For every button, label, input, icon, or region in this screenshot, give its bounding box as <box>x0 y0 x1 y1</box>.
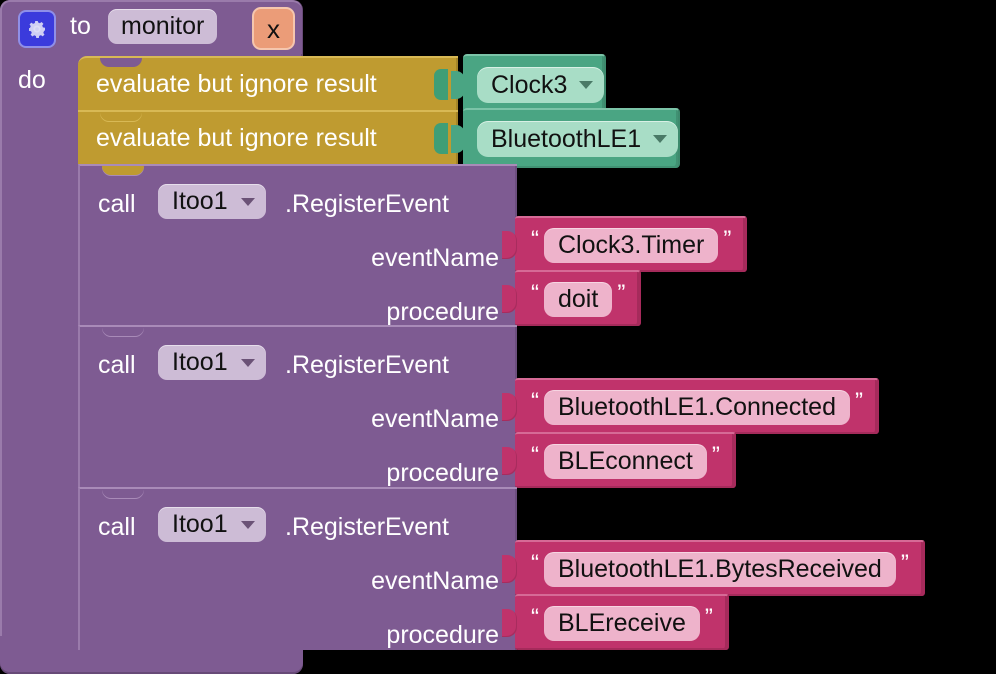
component-name-text: BluetoothLE1 <box>491 124 642 153</box>
param-label-procedure-2: procedure <box>386 459 499 487</box>
open-quote-icon: “ <box>531 280 539 307</box>
evaluate-but-ignore-block-1[interactable]: evaluate but ignore result <box>78 56 458 112</box>
open-quote-icon: “ <box>531 550 539 577</box>
method-name-label-2: .RegisterEvent <box>285 351 449 379</box>
block-plug <box>502 447 517 475</box>
block-plug <box>502 555 517 583</box>
text-field-eventname-1[interactable]: Clock3.Timer <box>544 227 719 263</box>
close-quote-icon: ” <box>900 550 909 577</box>
text-string-block-procedure-2[interactable]: “ BLEconnect ” <box>502 432 736 488</box>
chevron-down-icon[interactable] <box>240 520 255 529</box>
text-string-block-eventname-3[interactable]: “ BluetoothLE1.BytesReceived ” <box>502 540 925 596</box>
component-dropdown-itoo1-2[interactable]: Itoo1 <box>158 345 266 380</box>
call-label-1: call <box>98 190 136 218</box>
value-socket <box>434 123 448 154</box>
param-label-eventname-2: eventName <box>371 405 499 433</box>
open-quote-icon: “ <box>531 388 539 415</box>
chevron-down-icon[interactable] <box>240 197 255 206</box>
evaluate-but-ignore-block-2[interactable]: evaluate but ignore result <box>78 110 458 166</box>
evaluate-but-ignore-label-2: evaluate but ignore result <box>96 124 377 152</box>
block-notch <box>102 166 144 175</box>
evaluate-but-ignore-label-1: evaluate but ignore result <box>96 70 377 98</box>
gear-icon[interactable] <box>18 10 56 48</box>
component-dropdown-itoo1-1[interactable]: Itoo1 <box>158 184 266 219</box>
component-method-call-block-1[interactable]: call Itoo1 .RegisterEvent eventName proc… <box>78 164 517 327</box>
close-quote-icon: ” <box>704 604 713 631</box>
block-plug <box>502 609 517 637</box>
chevron-down-icon[interactable] <box>579 81 594 89</box>
block-notch <box>102 489 144 498</box>
block-plug <box>502 393 517 421</box>
param-label-procedure-3: procedure <box>386 621 499 649</box>
close-quote-icon: ” <box>855 388 863 415</box>
open-quote-icon: “ <box>531 604 539 631</box>
component-method-call-block-2[interactable]: call Itoo1 .RegisterEvent eventName proc… <box>78 325 517 489</box>
procedure-name-field[interactable]: monitor <box>108 9 218 44</box>
close-quote-icon: ” <box>711 442 720 469</box>
close-icon[interactable]: x <box>252 7 295 50</box>
chevron-down-icon[interactable] <box>653 135 668 143</box>
text-value: BLEreceive <box>558 608 686 637</box>
text-string-block-eventname-2[interactable]: “ BluetoothLE1.Connected ” <box>502 378 879 434</box>
component-getter-block-clock3[interactable]: Clock3 <box>451 54 607 114</box>
chevron-down-icon[interactable] <box>240 358 255 367</box>
text-value: Clock3.Timer <box>558 230 705 259</box>
text-field-eventname-3[interactable]: BluetoothLE1.BytesReceived <box>544 551 896 587</box>
text-string-block-procedure-1[interactable]: “ doit ” <box>502 270 642 326</box>
component-name-text: Itoo1 <box>172 348 228 376</box>
text-string-block-procedure-3[interactable]: “ BLEreceive ” <box>502 594 729 650</box>
component-dropdown-clock3[interactable]: Clock3 <box>477 67 605 103</box>
open-quote-icon: “ <box>531 226 539 253</box>
param-label-eventname-1: eventName <box>371 244 499 272</box>
component-name-text: Itoo1 <box>172 187 228 215</box>
component-name-text: Itoo1 <box>172 510 228 538</box>
block-notch <box>100 112 142 121</box>
block-plug <box>502 285 517 313</box>
block-plug <box>451 125 465 153</box>
param-label-eventname-3: eventName <box>371 567 499 595</box>
block-plug <box>502 231 517 259</box>
close-quote-icon: ” <box>617 280 626 307</box>
text-value: BLEconnect <box>558 446 693 475</box>
block-notch <box>100 58 142 67</box>
call-label-3: call <box>98 513 136 541</box>
component-dropdown-itoo1-3[interactable]: Itoo1 <box>158 507 266 542</box>
method-name-label-1: .RegisterEvent <box>285 190 449 218</box>
component-method-call-block-3[interactable]: call Itoo1 .RegisterEvent eventName proc… <box>78 487 517 650</box>
do-label: do <box>18 66 46 94</box>
component-name-text: Clock3 <box>491 70 568 99</box>
close-label: x <box>267 13 280 44</box>
procedure-name-text: monitor <box>121 12 205 40</box>
text-field-procedure-3[interactable]: BLEreceive <box>544 605 700 641</box>
value-socket <box>434 69 448 100</box>
text-field-procedure-1[interactable]: doit <box>544 281 613 317</box>
param-label-procedure-1: procedure <box>386 298 499 326</box>
block-plug <box>451 71 465 99</box>
text-value: doit <box>558 284 599 313</box>
to-label: to <box>70 12 91 40</box>
procedure-left-rail <box>0 52 80 652</box>
component-dropdown-bluetoothle1[interactable]: BluetoothLE1 <box>477 121 679 157</box>
text-field-eventname-2[interactable]: BluetoothLE1.Connected <box>544 389 850 425</box>
open-quote-icon: “ <box>531 442 539 469</box>
method-name-label-3: .RegisterEvent <box>285 513 449 541</box>
call-label-2: call <box>98 351 136 379</box>
text-value: BluetoothLE1.BytesReceived <box>558 554 882 583</box>
text-value: BluetoothLE1.Connected <box>558 392 836 421</box>
text-field-procedure-2[interactable]: BLEconnect <box>544 443 707 479</box>
block-notch <box>102 327 144 336</box>
text-string-block-eventname-1[interactable]: “ Clock3.Timer ” <box>502 216 748 272</box>
component-getter-block-bluetoothle1[interactable]: BluetoothLE1 <box>451 108 681 168</box>
close-quote-icon: ” <box>723 226 732 253</box>
